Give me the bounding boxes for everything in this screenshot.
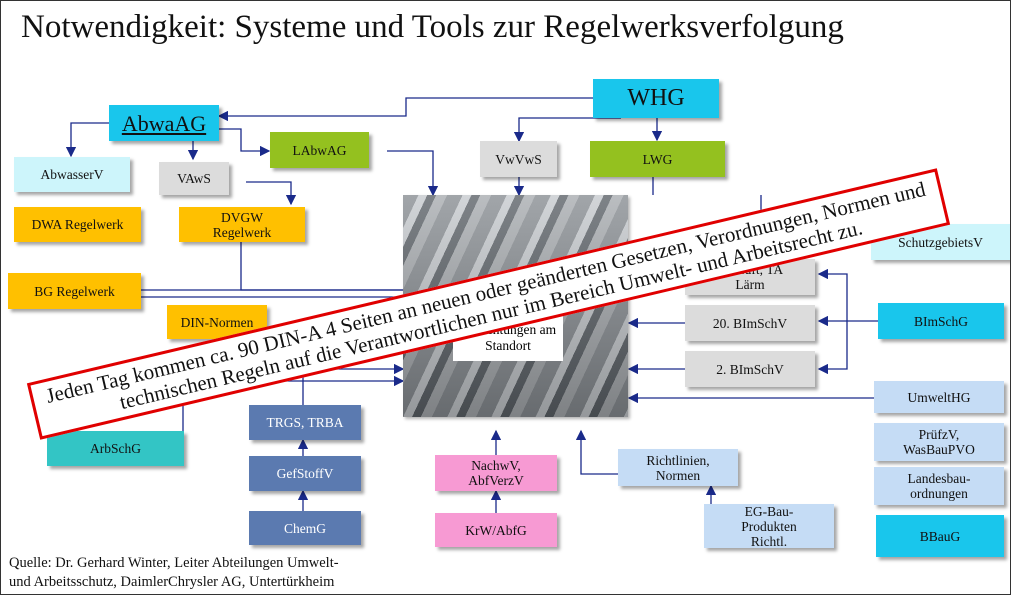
box-bg: BG Regelwerk bbox=[8, 273, 141, 309]
box-pruefzv: PrüfzV, WasBauPVO bbox=[874, 423, 1004, 461]
slide-title: Notwendigkeit: Systeme und Tools zur Reg… bbox=[21, 9, 844, 45]
box-richtlinien: Richtlinien, Normen bbox=[618, 449, 738, 486]
box-labwag: LAbwAG bbox=[270, 132, 369, 168]
source-line-1: Quelle: Dr. Gerhard Winter, Leiter Abtei… bbox=[9, 555, 339, 571]
box-gefstoffv: GefStoffV bbox=[249, 456, 361, 491]
box-nachwv: NachwV, AbfVerzV bbox=[435, 455, 557, 491]
box-landesbau: Landesbau-ordnungen bbox=[874, 467, 1004, 505]
box-dwa: DWA Regelwerk bbox=[14, 207, 141, 242]
box-taluft: TA Luft, TA Lärm bbox=[685, 259, 815, 295]
box-trgs: TRGS, TRBA bbox=[249, 405, 361, 440]
box-abwasserv: AbwasserV bbox=[14, 157, 130, 192]
box-bimschg: BImSchG bbox=[878, 303, 1004, 339]
box-chemg: ChemG bbox=[249, 511, 361, 545]
box-bimschv2: 2. BImSchV bbox=[685, 351, 815, 387]
source-line-2: und Arbeitsschutz, DaimlerChrysler AG, U… bbox=[9, 574, 335, 590]
box-vaws: VAwS bbox=[159, 162, 229, 195]
box-umwelthg: UmweltHG bbox=[874, 381, 1004, 413]
box-abwaag: AbwaAG bbox=[109, 105, 219, 141]
box-arbschg: ArbSchG bbox=[47, 431, 184, 466]
source-note: Quelle: Dr. Gerhard Winter, Leiter Abtei… bbox=[9, 554, 339, 592]
box-din: DIN-Normen bbox=[167, 305, 267, 339]
box-whg: WHG bbox=[593, 79, 719, 118]
box-bimschv20: 20. BImSchV bbox=[685, 305, 815, 341]
box-vwvws: VwVwS bbox=[480, 141, 557, 177]
box-bbaug: BBauG bbox=[876, 515, 1004, 557]
box-krw: KrW/AbfG bbox=[435, 513, 557, 547]
box-lwg: LWG bbox=[590, 141, 725, 177]
center-label: Anlagen und Einrichtungen am Standort bbox=[453, 299, 563, 361]
box-dvgw: DVGW Regelwerk bbox=[179, 207, 305, 242]
box-egbau: EG-Bau-Produkten Richtl. bbox=[704, 504, 834, 549]
box-schutzgebietsv: SchutzgebietsV bbox=[871, 224, 1010, 260]
